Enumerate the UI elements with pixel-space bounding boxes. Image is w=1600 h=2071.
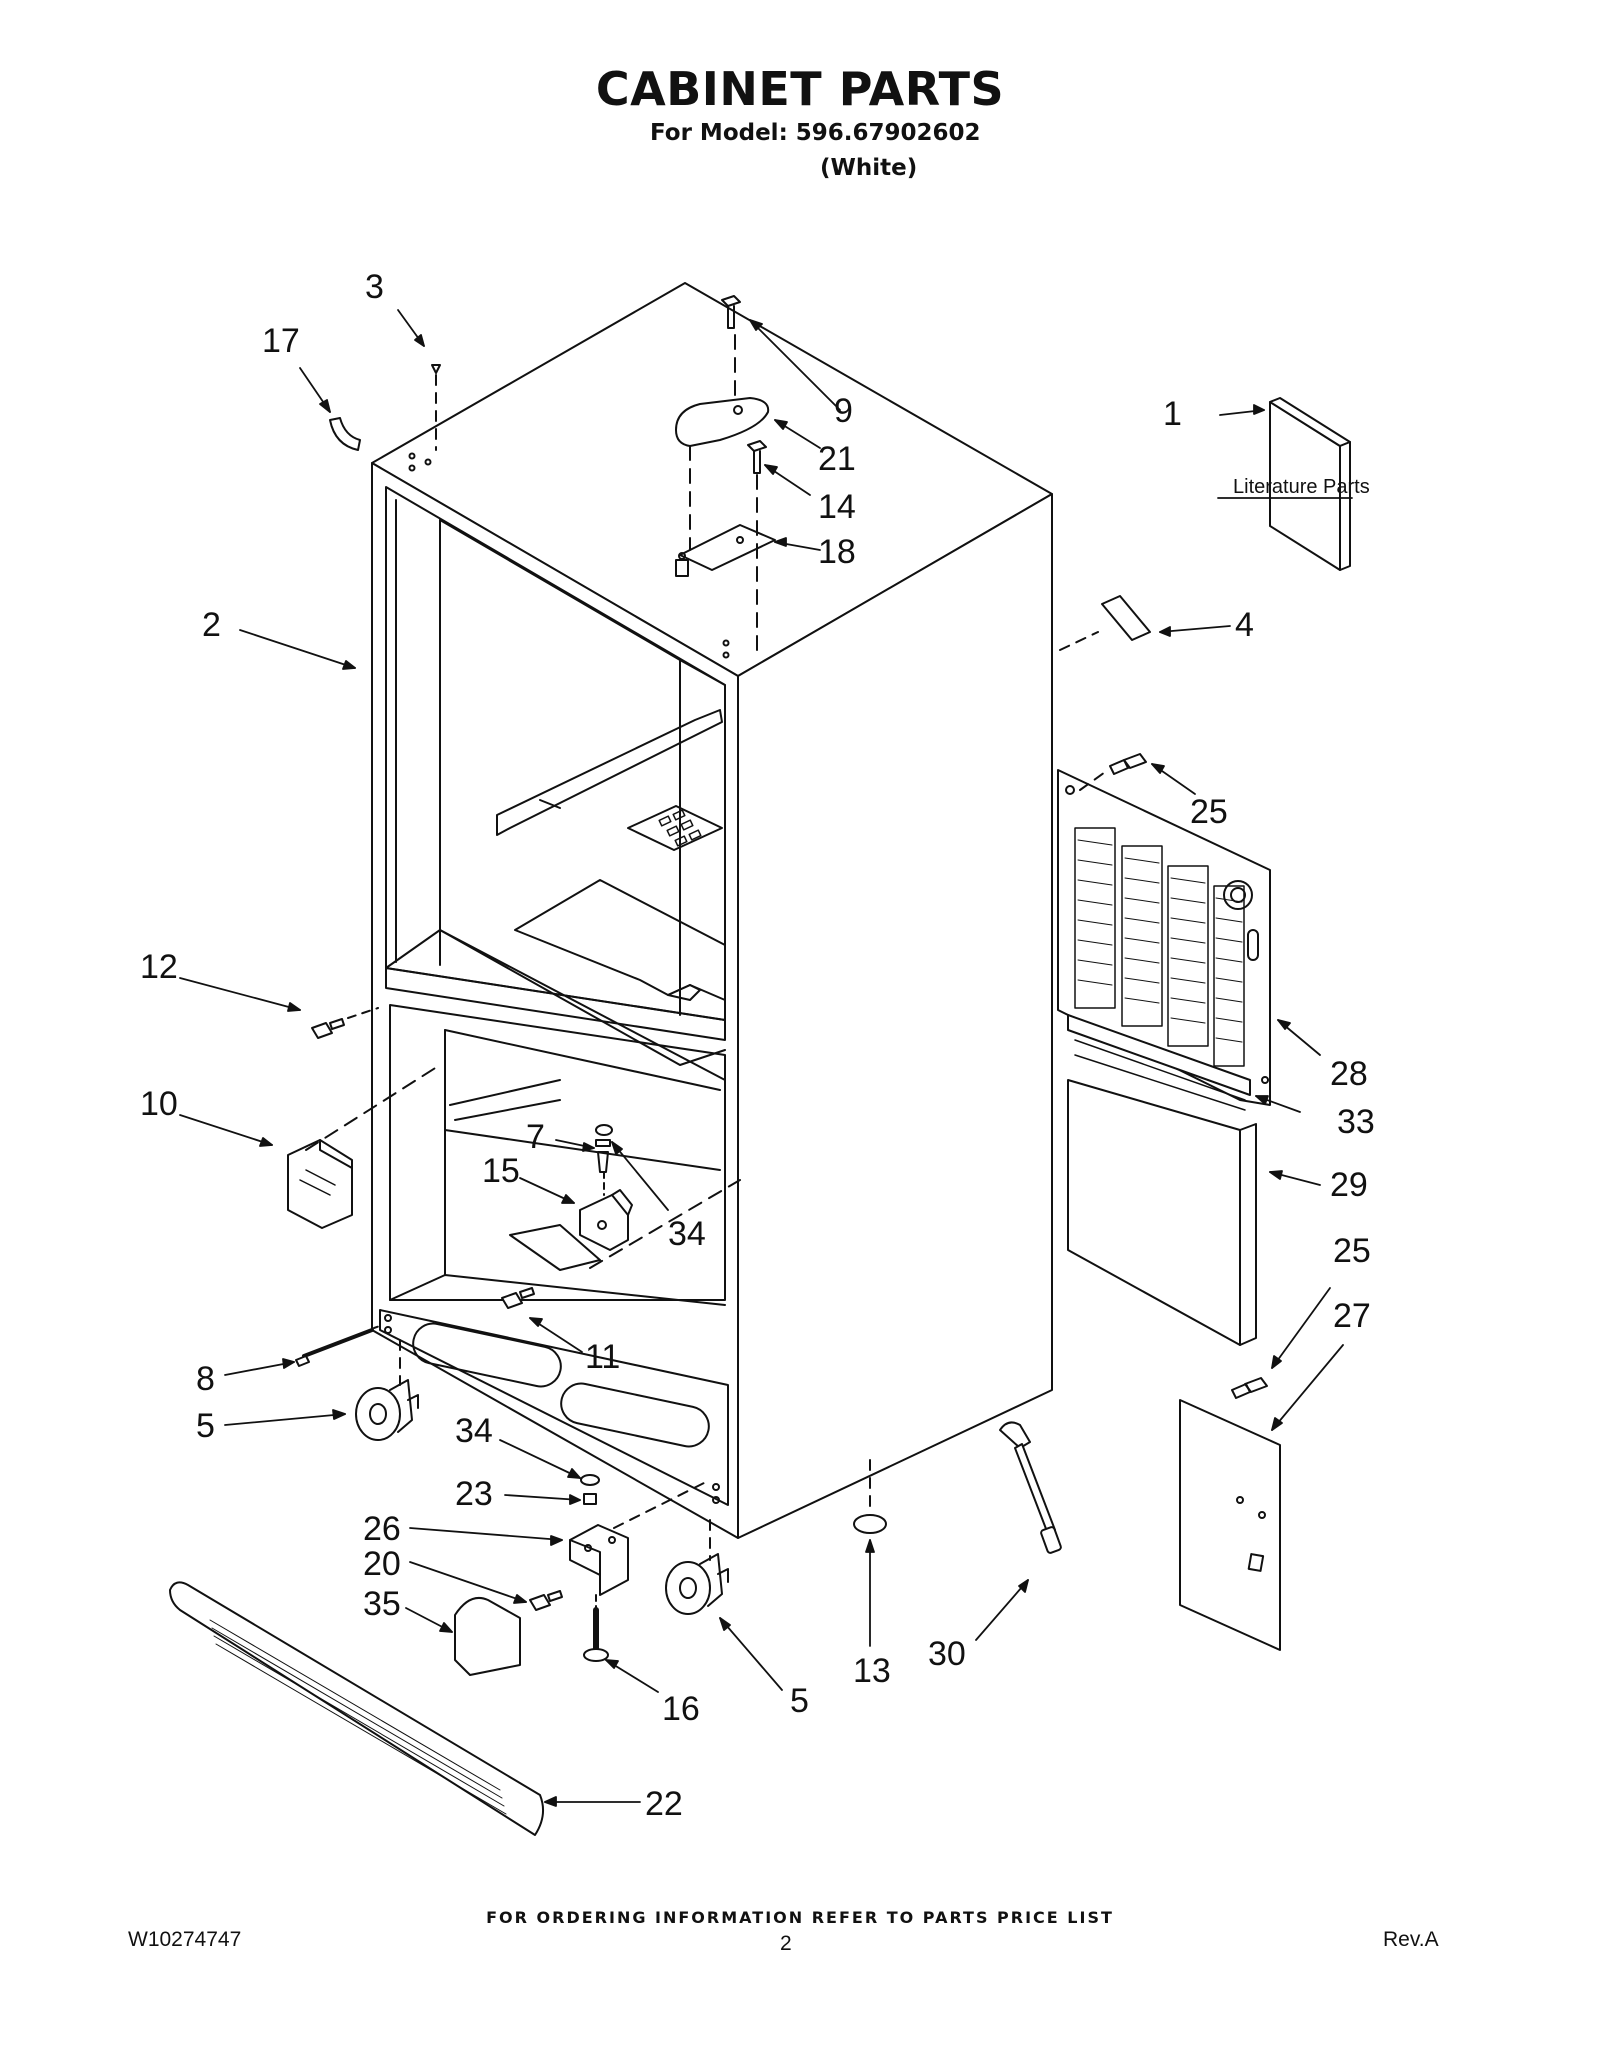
ordering-note: FOR ORDERING INFORMATION REFER TO PARTS …	[486, 1908, 1114, 1927]
callout-26: 26	[363, 1510, 401, 1548]
caster-right	[665, 1553, 729, 1615]
callout-13: 13	[853, 1652, 891, 1690]
callout-7: 7	[526, 1118, 545, 1156]
drain-plug	[853, 1514, 887, 1534]
callout-22: 22	[645, 1785, 683, 1823]
callout-5-left: 5	[196, 1407, 215, 1445]
literature-parts-label: Literature Parts	[1233, 476, 1370, 498]
cabinet-body	[371, 282, 1053, 1539]
callout-28: 28	[1330, 1055, 1368, 1093]
callout-27: 27	[1333, 1297, 1371, 1335]
leader-lines	[179, 309, 1353, 1807]
callout-11: 11	[585, 1338, 620, 1376]
page-title: CABINET PARTS	[595, 62, 1005, 116]
callout-15: 15	[482, 1152, 520, 1190]
callout-25-upper: 25	[1190, 793, 1228, 831]
callout-35: 35	[363, 1585, 401, 1623]
callout-34-upper: 34	[668, 1215, 706, 1253]
callout-17: 17	[262, 322, 300, 360]
callout-18: 18	[818, 533, 856, 571]
model-subtitle: For Model: 596.67902602	[650, 120, 981, 146]
callout-12: 12	[140, 948, 178, 986]
callout-9: 9	[834, 392, 853, 430]
bracket-part	[579, 1189, 633, 1251]
caster-left	[355, 1379, 419, 1441]
top-hinge-assembly	[431, 295, 776, 651]
callout-21: 21	[818, 440, 856, 478]
color-subtitle: (White)	[820, 155, 918, 181]
callout-23: 23	[455, 1475, 493, 1513]
icemaker-ready-cover	[287, 1139, 353, 1229]
callout-16: 16	[662, 1690, 700, 1728]
revision-label: Rev.A	[1383, 1928, 1439, 1951]
leveling-bracket	[569, 1524, 629, 1596]
callout-8: 8	[196, 1360, 215, 1398]
caster-cover	[454, 1596, 521, 1676]
callout-29: 29	[1330, 1166, 1368, 1204]
adjustment-tool	[999, 1421, 1062, 1554]
gasket-part	[329, 417, 361, 451]
callout-10: 10	[140, 1085, 178, 1123]
callout-20: 20	[363, 1545, 401, 1583]
rear-access-panel	[1057, 769, 1271, 1106]
callout-14: 14	[818, 488, 856, 526]
base-grille	[169, 1581, 545, 1836]
callout-30: 30	[928, 1635, 966, 1673]
callout-33: 33	[1337, 1103, 1375, 1141]
callout-4: 4	[1235, 606, 1254, 644]
callout-5-right: 5	[790, 1682, 809, 1720]
document-number: W10274747	[128, 1928, 242, 1951]
callout-2: 2	[202, 606, 221, 644]
label-plate	[1101, 595, 1151, 641]
callout-34-lower: 34	[455, 1412, 493, 1450]
literature-book	[1269, 397, 1351, 571]
page-number: 2	[780, 1932, 792, 1955]
insulation-board	[1067, 1079, 1257, 1346]
callout-25-lower: 25	[1333, 1232, 1371, 1270]
callout-numbers: 3 17 9 21 14 18 1 Literature Parts 2 4 2…	[140, 268, 1375, 1823]
callout-3: 3	[365, 268, 384, 306]
callout-1: 1	[1163, 395, 1182, 433]
insulation-strip	[1067, 1014, 1251, 1096]
rear-cover-plate	[1179, 1399, 1281, 1651]
